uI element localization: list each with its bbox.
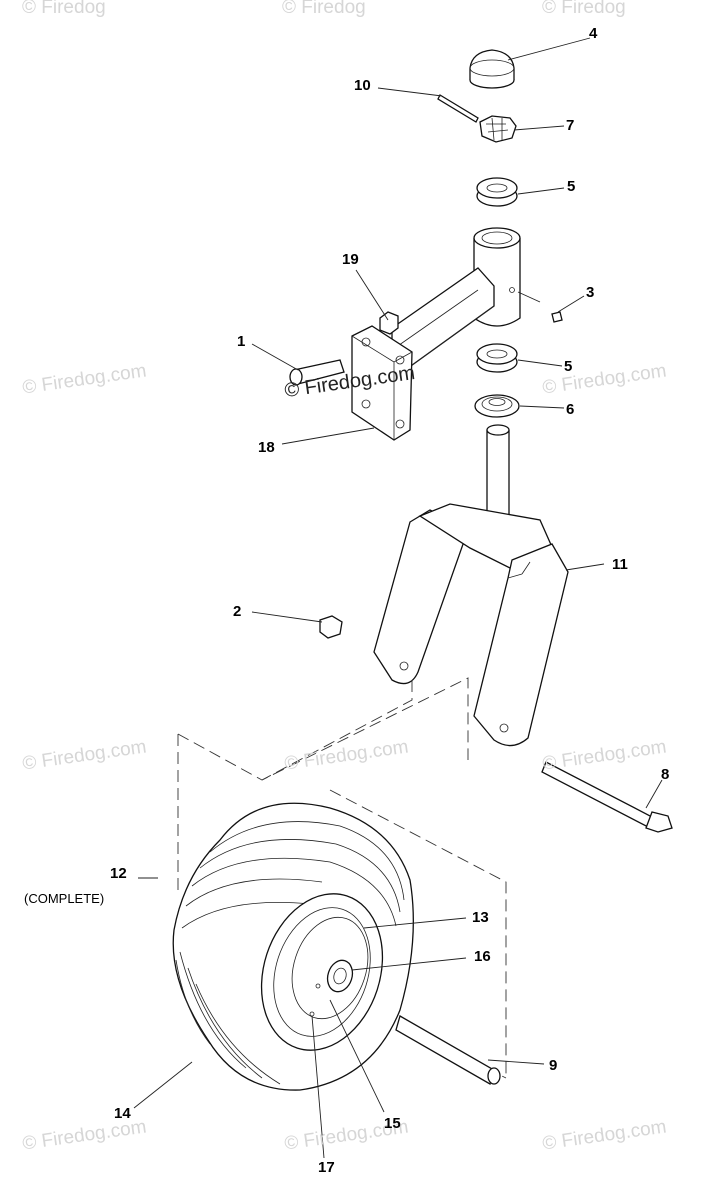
leader-lines <box>133 37 663 1159</box>
callout-12: 12 <box>110 865 127 882</box>
seal-part <box>474 394 520 418</box>
watermark-top-right: © Firedog <box>542 0 626 18</box>
callout-15: 15 <box>384 1115 401 1132</box>
grease-fitting-part <box>551 311 563 323</box>
wheel-rim-part <box>260 893 384 1051</box>
callout-14: 14 <box>114 1105 131 1122</box>
watermark-top-center: © Firedog <box>282 0 366 18</box>
dust-cap-part <box>469 49 515 89</box>
callout-19: 19 <box>342 251 359 268</box>
upper-bearing-part <box>476 177 518 207</box>
callout-6: 6 <box>566 401 575 418</box>
mount-bolt-part <box>289 359 345 386</box>
complete-note: (COMPLETE) <box>24 891 105 906</box>
cotter-pin-part <box>437 94 479 123</box>
callout-13: 13 <box>472 909 489 926</box>
wheel-hub-part <box>326 959 354 993</box>
castle-nut-part <box>479 115 517 143</box>
callout-11: 11 <box>612 556 628 573</box>
lower-bearing-part <box>476 343 518 373</box>
callout-17: 17 <box>318 1159 335 1176</box>
watermark-top-left: © Firedog <box>22 0 106 18</box>
mounting-plate-part <box>351 325 413 441</box>
arm-nut-part <box>379 311 399 335</box>
callout-2: 2 <box>233 603 242 620</box>
callout-9: 9 <box>549 1057 558 1074</box>
callout-7: 7 <box>566 117 575 134</box>
callout-3: 3 <box>586 284 595 301</box>
callout-18: 18 <box>258 439 275 456</box>
callout-1: 1 <box>237 333 246 350</box>
callout-10: 10 <box>354 77 371 94</box>
callout-5-upper: 5 <box>567 178 576 195</box>
fork-nut-part <box>319 615 343 639</box>
callout-5-lower: 5 <box>564 358 573 375</box>
axle-bolt-part <box>541 761 673 833</box>
spacer-tube-part <box>395 1015 501 1085</box>
caster-fork-part <box>373 424 569 747</box>
callout-16: 16 <box>474 948 491 965</box>
callout-4: 4 <box>589 25 598 42</box>
callout-8: 8 <box>661 766 670 783</box>
